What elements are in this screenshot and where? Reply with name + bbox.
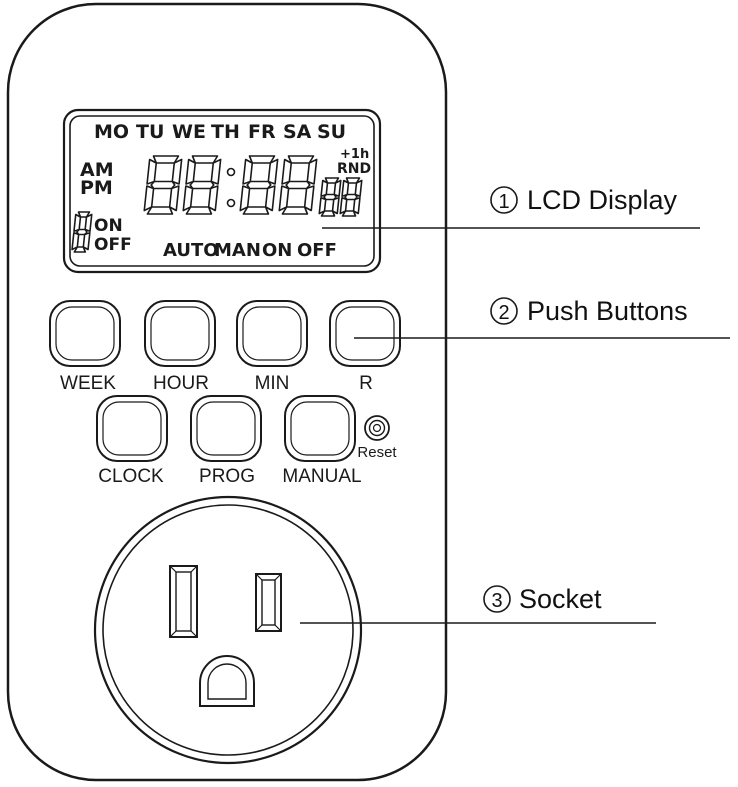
prog-button[interactable]: [190, 395, 262, 462]
lcd-mode: MAN: [214, 240, 261, 261]
min-button-label: MIN: [255, 373, 290, 394]
callout-number-circle: [490, 186, 518, 214]
lcd-pm: PM: [80, 177, 113, 199]
socket-slot-right: [255, 573, 282, 632]
lcd-off: OFF: [94, 235, 132, 255]
callout-socket: 3 Socket: [300, 584, 656, 624]
lcd-day: MO: [94, 121, 129, 143]
callout-number: 3: [491, 590, 502, 612]
lcd-day: TU: [136, 121, 164, 143]
lcd-day: WE: [172, 121, 206, 143]
lcd-colon-dot: [226, 198, 236, 208]
reset-button[interactable]: [364, 415, 390, 441]
lcd-digit-program: [71, 211, 93, 253]
button-group-row2: CLOCK PROG MANUAL Reset: [96, 395, 397, 487]
clock-button[interactable]: [96, 395, 168, 462]
hour-button-label: HOUR: [153, 373, 209, 394]
week-button[interactable]: [49, 300, 121, 367]
lcd-day: SA: [283, 121, 312, 143]
lcd-display: MO TU WE TH FR SA SU AM PM ON OFF +1h RN…: [62, 108, 382, 274]
lcd-rnd: RND: [337, 161, 371, 177]
lcd-day: TH: [211, 121, 240, 143]
r-button[interactable]: [329, 300, 401, 367]
callout-number-circle: [483, 585, 511, 613]
callout-label: Socket: [519, 584, 602, 614]
lcd-day: SU: [317, 121, 346, 143]
callout-label: LCD Display: [527, 185, 678, 215]
week-button-label: WEEK: [60, 373, 116, 394]
lcd-day: FR: [248, 121, 276, 143]
manual-button[interactable]: [284, 395, 356, 462]
lcd-digit-second-tens: [318, 177, 342, 217]
lcd-am: AM: [80, 159, 114, 181]
lcd-plus1h: +1h: [340, 147, 369, 162]
socket: [93, 495, 363, 765]
clock-button-label: CLOCK: [98, 466, 164, 487]
callout-label: Push Buttons: [527, 296, 688, 326]
min-button[interactable]: [236, 300, 308, 367]
callout-number-circle: [490, 297, 518, 325]
lcd-digit-hour-tens: [143, 155, 183, 215]
r-button-label: R: [359, 373, 373, 394]
lcd-colon-dot: [226, 167, 236, 177]
callout-number: 2: [498, 302, 509, 324]
socket-ground-hole: [199, 655, 255, 707]
lcd-mode: OFF: [297, 240, 337, 261]
socket-slot-left: [169, 565, 198, 638]
lcd-on: ON: [94, 216, 123, 236]
hour-button[interactable]: [144, 300, 216, 367]
lcd-mode: AUTO: [163, 240, 219, 261]
callout-lcd-display: 1 LCD Display: [322, 185, 700, 229]
button-group-row1: WEEK HOUR MIN R: [49, 300, 401, 394]
manual-button-label: MANUAL: [282, 466, 361, 487]
lcd-digits: [71, 155, 363, 253]
lcd-digit-hour-ones: [182, 155, 222, 215]
callout-push-buttons: 2 Push Buttons: [354, 296, 730, 339]
callout-number: 1: [498, 191, 509, 213]
lcd-digit-minute-tens: [239, 155, 279, 215]
lcd-mode: ON: [262, 240, 292, 261]
prog-button-label: PROG: [199, 466, 255, 487]
lcd-digit-minute-ones: [278, 155, 318, 215]
lcd-digit-second-ones: [339, 177, 363, 217]
reset-button-label: Reset: [357, 444, 397, 461]
